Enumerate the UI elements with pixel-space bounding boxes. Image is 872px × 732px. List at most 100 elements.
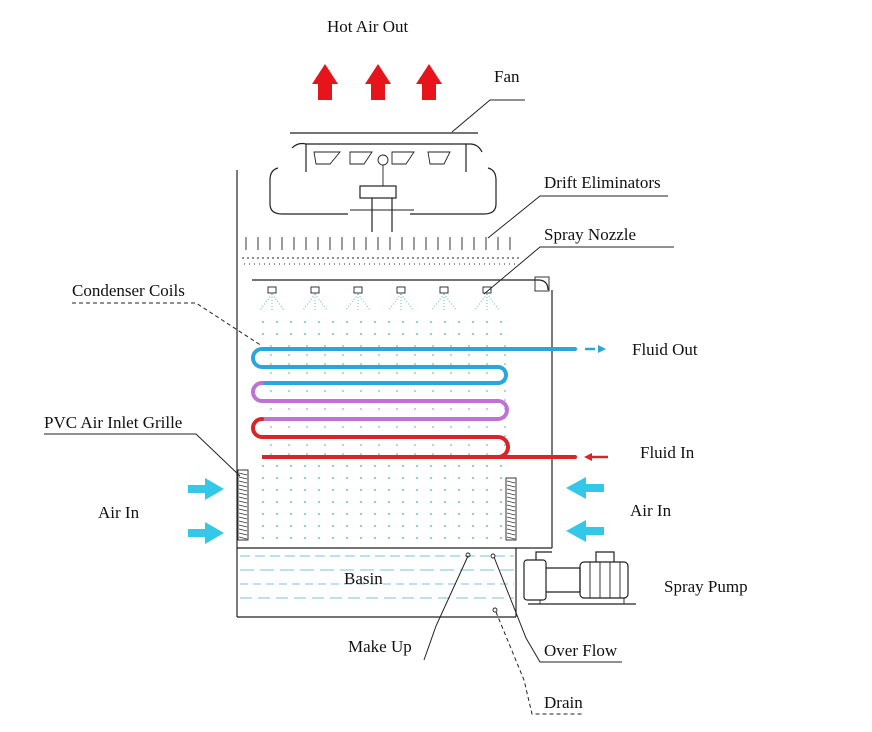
droplet <box>500 489 502 491</box>
droplet <box>414 345 416 347</box>
droplet <box>324 426 326 428</box>
grille-slat <box>238 480 248 484</box>
droplet <box>304 489 306 491</box>
droplet <box>414 372 416 374</box>
droplet <box>486 333 488 335</box>
droplet <box>444 537 446 539</box>
droplet <box>486 345 488 347</box>
droplet <box>396 390 398 392</box>
grille-slat <box>238 508 248 512</box>
droplet <box>458 489 460 491</box>
droplet <box>318 321 320 323</box>
droplet <box>504 390 506 392</box>
droplet <box>342 354 344 356</box>
droplet <box>304 513 306 515</box>
grille-slat <box>506 508 516 512</box>
droplet <box>402 333 404 335</box>
droplet <box>486 477 488 479</box>
droplet <box>458 333 460 335</box>
droplet <box>472 477 474 479</box>
droplet <box>374 333 376 335</box>
droplet <box>270 363 272 365</box>
label-pvc-air-inlet-grille: PVC Air Inlet Grille <box>44 413 182 432</box>
droplet <box>402 537 404 539</box>
droplet <box>288 390 290 392</box>
grille-slat <box>506 536 516 540</box>
droplet <box>332 501 334 503</box>
grille-slat <box>506 524 516 528</box>
grille-slat <box>238 496 248 500</box>
droplet <box>458 465 460 467</box>
grille-slat <box>506 512 516 516</box>
droplet <box>378 444 380 446</box>
droplet <box>324 390 326 392</box>
droplet <box>288 453 290 455</box>
droplet <box>374 501 376 503</box>
droplet <box>458 537 460 539</box>
droplet <box>486 426 488 428</box>
droplet <box>504 444 506 446</box>
droplet <box>444 477 446 479</box>
droplet <box>500 477 502 479</box>
droplet <box>458 477 460 479</box>
grille-slat <box>238 492 248 496</box>
droplet <box>388 537 390 539</box>
grille-slat <box>238 512 248 516</box>
droplet <box>378 372 380 374</box>
grille-slat <box>238 472 248 476</box>
droplet <box>324 345 326 347</box>
droplet <box>486 513 488 515</box>
droplet <box>262 465 264 467</box>
droplet <box>458 501 460 503</box>
droplet <box>396 426 398 428</box>
droplet <box>290 525 292 527</box>
droplet <box>472 537 474 539</box>
droplet <box>262 333 264 335</box>
droplet <box>360 465 362 467</box>
droplet <box>290 477 292 479</box>
droplet <box>346 513 348 515</box>
droplet <box>342 363 344 365</box>
droplet <box>306 372 308 374</box>
droplet <box>342 408 344 410</box>
droplet <box>378 453 380 455</box>
droplet <box>378 363 380 365</box>
label-fluid-out: Fluid Out <box>632 340 698 359</box>
droplet <box>402 465 404 467</box>
droplet <box>432 372 434 374</box>
droplet <box>500 321 502 323</box>
droplet <box>458 525 460 527</box>
droplet <box>262 537 264 539</box>
droplet <box>270 390 272 392</box>
droplet <box>468 453 470 455</box>
droplet <box>472 489 474 491</box>
droplet <box>360 354 362 356</box>
droplet <box>270 453 272 455</box>
droplet <box>414 390 416 392</box>
label-air-in-right: Air In <box>630 501 672 520</box>
grille-slat <box>238 500 248 504</box>
grille-slat <box>238 476 248 480</box>
air-in-arrow-right-upper <box>566 477 604 499</box>
droplet <box>374 537 376 539</box>
droplet <box>450 354 452 356</box>
droplet <box>360 363 362 365</box>
droplet <box>416 477 418 479</box>
droplet <box>270 372 272 374</box>
droplet <box>374 477 376 479</box>
droplet <box>306 408 308 410</box>
droplet <box>342 453 344 455</box>
label-hot-air-out: Hot Air Out <box>327 17 409 36</box>
label-over-flow: Over Flow <box>544 641 618 660</box>
droplet <box>432 363 434 365</box>
droplet <box>318 537 320 539</box>
droplet <box>416 513 418 515</box>
droplet <box>374 465 376 467</box>
droplet <box>458 513 460 515</box>
hot-air-arrows <box>312 64 442 100</box>
grille-slat <box>506 488 516 492</box>
droplet <box>472 465 474 467</box>
droplet <box>486 321 488 323</box>
droplet <box>360 333 362 335</box>
